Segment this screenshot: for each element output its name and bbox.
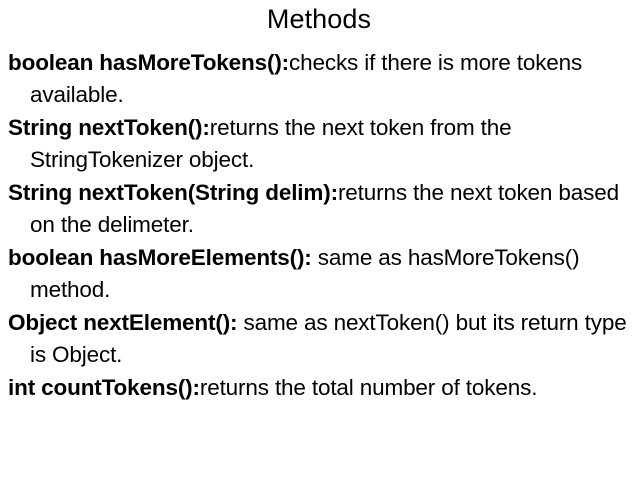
method-signature: Object nextElement(): bbox=[8, 310, 238, 335]
method-item: boolean hasMoreElements(): same as hasMo… bbox=[8, 242, 636, 306]
method-description: same as hasMoreTokens() method. bbox=[30, 245, 580, 302]
method-signature: String nextToken(String delim): bbox=[8, 180, 338, 205]
method-signature: int countTokens(): bbox=[8, 375, 200, 400]
method-signature: boolean hasMoreTokens(): bbox=[8, 50, 290, 75]
method-item: boolean hasMoreTokens():checks if there … bbox=[8, 47, 636, 111]
method-item: String nextToken():returns the next toke… bbox=[8, 112, 636, 176]
method-item: int countTokens():returns the total numb… bbox=[8, 372, 636, 404]
slide-title: Methods bbox=[266, 4, 372, 34]
method-item: Object nextElement(): same as nextToken(… bbox=[8, 307, 636, 371]
method-description: returns the next token based on the deli… bbox=[30, 180, 619, 237]
method-description: returns the total number of tokens. bbox=[199, 375, 538, 400]
method-signature: boolean hasMoreElements(): bbox=[8, 245, 312, 270]
method-description: same as nextToken() but its return type … bbox=[30, 310, 627, 367]
method-signature: String nextToken(): bbox=[8, 115, 210, 140]
method-description: returns the next token from the StringTo… bbox=[30, 115, 512, 172]
method-description: checks if there is more tokens available… bbox=[30, 50, 583, 107]
method-item: String nextToken(String delim):returns t… bbox=[8, 177, 636, 241]
methods-list: boolean hasMoreTokens():checks if there … bbox=[0, 47, 638, 405]
